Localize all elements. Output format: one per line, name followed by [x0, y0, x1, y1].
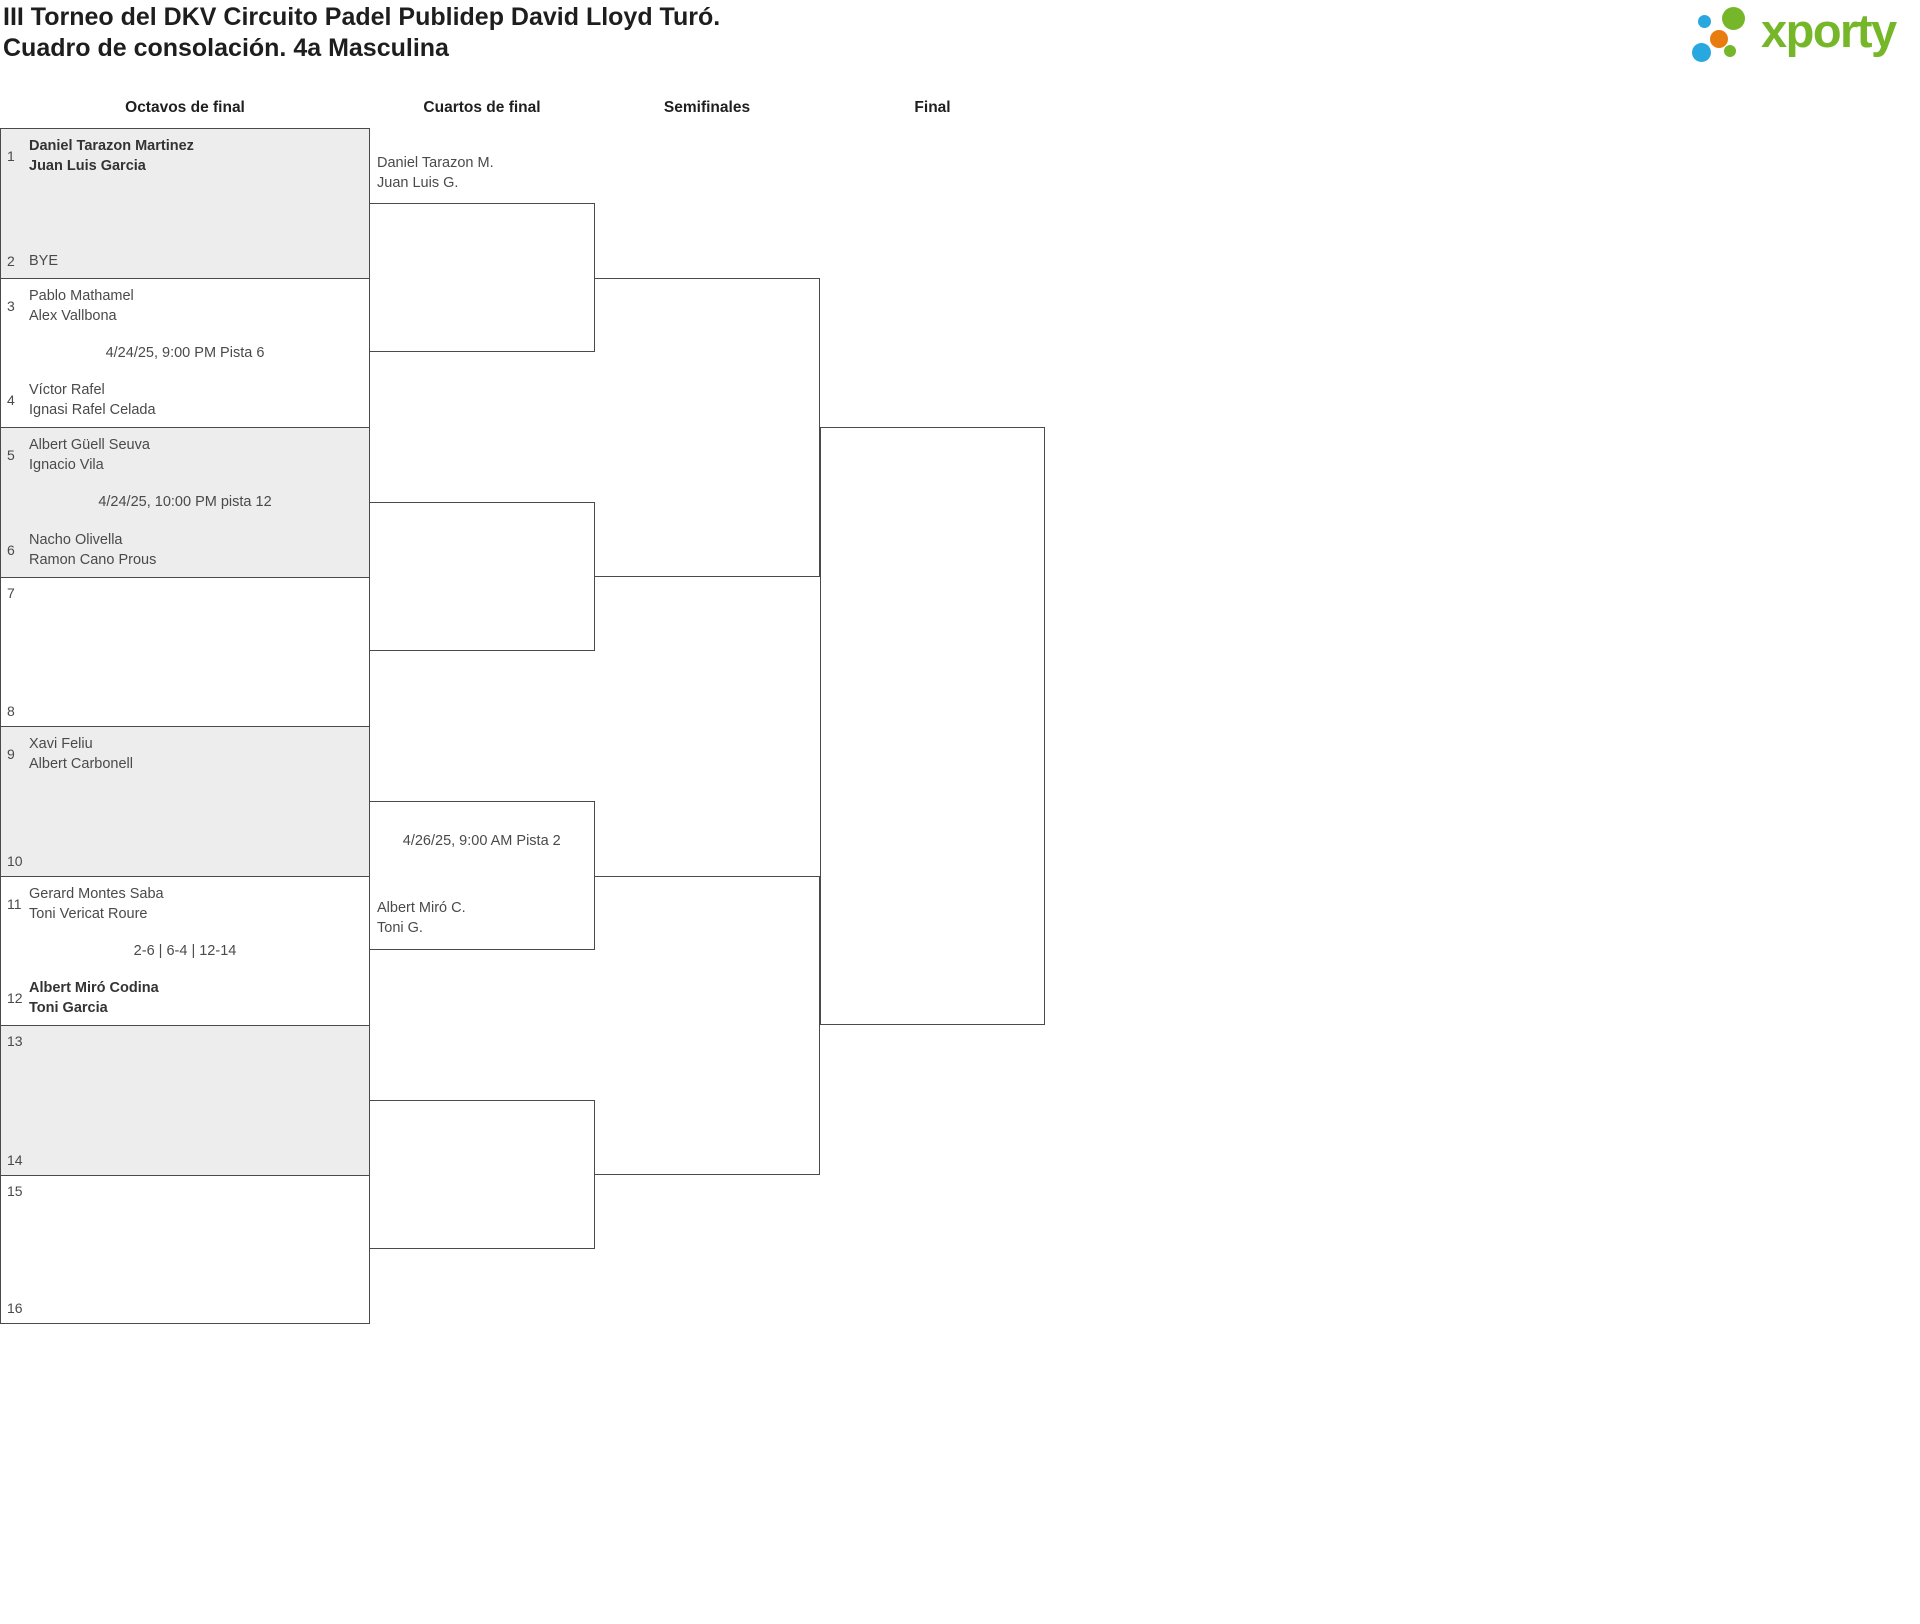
seed-number: 13 — [7, 1033, 23, 1049]
seed-number: 1 — [7, 148, 15, 164]
seed-number: 2 — [7, 252, 15, 269]
team-slot-seed-7: 7 — [7, 585, 359, 601]
bracket-subtitle: Cuadro de consolación. 4a Masculina — [3, 34, 449, 62]
team-slot-seed-10: 10 — [7, 853, 359, 869]
seed-number: 8 — [7, 703, 15, 719]
round-header-cuartos: Cuartos de final — [423, 99, 541, 116]
seed-number: 16 — [7, 1300, 23, 1316]
logo-dot-green-small — [1724, 45, 1736, 57]
match-info: 4/24/25, 10:00 PM pista 12 — [98, 494, 272, 511]
team-slot-seed-8: 8 — [7, 703, 359, 719]
seed-number: 15 — [7, 1182, 23, 1199]
xporty-logo[interactable]: xporty — [1690, 0, 1920, 70]
seed-number: 3 — [7, 297, 15, 314]
seed-number: 9 — [7, 746, 15, 762]
advancing-team-top: Daniel Tarazon M.Juan Luis G. — [377, 154, 494, 191]
sf-match-1[interactable] — [594, 277, 820, 577]
seed-number: 12 — [7, 990, 23, 1006]
logo-dot-blue-large — [1692, 43, 1711, 62]
seed-number: 10 — [7, 852, 23, 869]
match-info: 4/26/25, 9:00 AM Pista 2 — [402, 832, 561, 849]
r16-match-4[interactable]: 7 8 — [0, 576, 370, 726]
seed-number: 4 — [7, 392, 15, 408]
tournament-name: III Torneo del DKV Circuito Padel Publid… — [3, 3, 721, 31]
logo-wordmark: xporty — [1761, 4, 1897, 57]
round-header-semifinales: Semifinales — [663, 99, 751, 116]
qf-match-1[interactable]: Daniel Tarazon M.Juan Luis G. — [370, 155, 595, 353]
seed-number: 14 — [7, 1151, 23, 1168]
sf-match-2[interactable] — [594, 875, 820, 1175]
match-info: 4/24/25, 9:00 PM Pista 6 — [105, 344, 265, 361]
seed-number: 6 — [7, 541, 15, 558]
r16-match-7[interactable]: 13 14 — [0, 1025, 370, 1175]
round-header-final: Final — [914, 99, 951, 116]
seed-number: 5 — [7, 447, 15, 463]
team-slot-seed-13: 13 — [7, 1033, 359, 1049]
advancing-team-bottom: Albert Miró C.Toni G. — [377, 900, 466, 937]
team-slot-seed-14: 14 — [7, 1152, 359, 1168]
seed-number: 11 — [7, 895, 22, 912]
logo-dot-green-large — [1722, 7, 1745, 30]
page-title: III Torneo del DKV Circuito Padel Publid… — [3, 2, 720, 64]
team-names: BYE — [29, 252, 59, 269]
match-score: 2-6 | 6-4 | 12-14 — [133, 942, 237, 959]
r16-match-8[interactable]: 15 16 — [0, 1174, 370, 1324]
round-header-octavos: Octavos de final — [125, 99, 245, 116]
logo-dot-blue-small — [1698, 15, 1711, 28]
qf-match-4[interactable] — [370, 1099, 595, 1250]
qf-match-3[interactable]: 4/26/25, 9:00 AM Pista 2 Albert Miró C.T… — [370, 800, 595, 951]
team-slot-seed-16: 16 — [7, 1300, 359, 1316]
seed-number: 7 — [7, 584, 15, 601]
team-slot-seed-15: 15 — [7, 1183, 359, 1199]
logo-dot-orange — [1710, 30, 1728, 48]
final-match[interactable] — [819, 427, 1045, 1025]
qf-match-2[interactable] — [370, 501, 595, 652]
team-slot-seed-2: 2 BYE — [7, 251, 359, 271]
